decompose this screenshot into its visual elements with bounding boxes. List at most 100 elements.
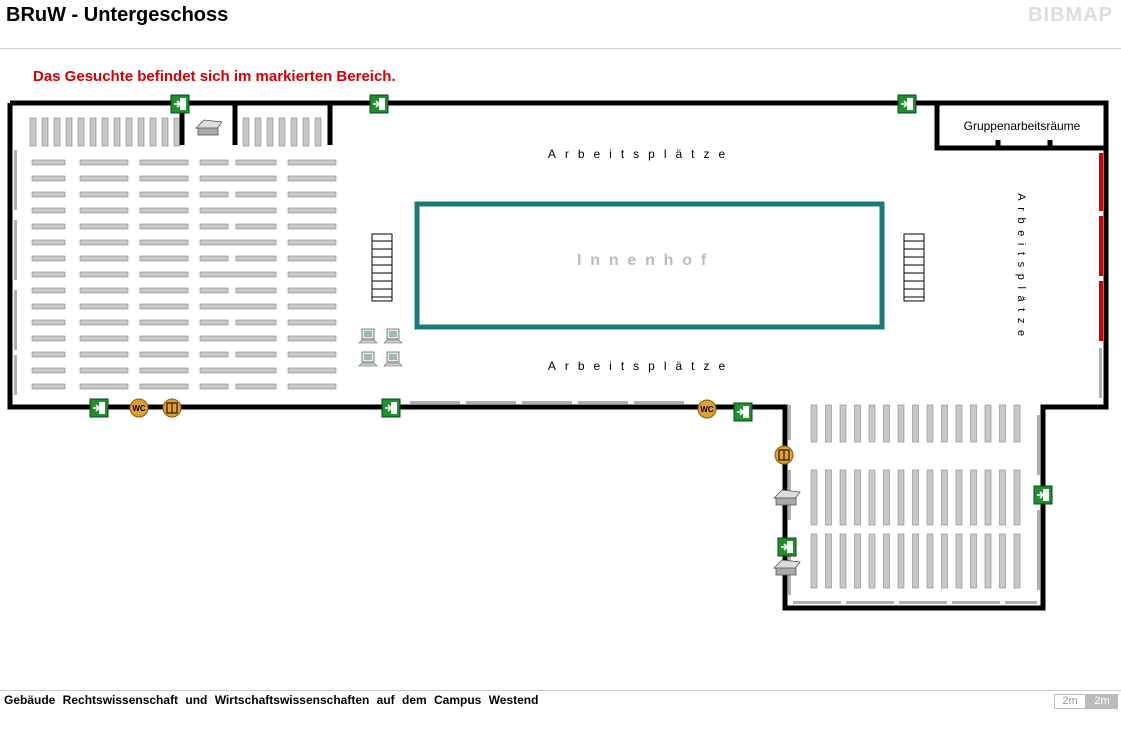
shelf [287, 335, 337, 342]
shelf [79, 287, 129, 294]
emergency-exit-icon [897, 94, 917, 114]
shelf [199, 191, 229, 198]
group-rooms-label: Gruppenarbeitsräume [964, 119, 1081, 133]
shelf [31, 223, 66, 230]
shelf [897, 469, 905, 526]
shelf [868, 404, 876, 443]
emergency-exit-icon [777, 537, 797, 557]
shelf [79, 351, 129, 358]
shelf [999, 404, 1006, 443]
shelf [999, 469, 1006, 526]
shelf [897, 533, 905, 589]
shelf [199, 287, 229, 294]
courtyard [414, 201, 885, 330]
shelf [173, 117, 181, 147]
shelf [65, 117, 73, 147]
shelf [266, 117, 274, 147]
elevator-icon [774, 445, 794, 465]
header-divider [0, 48, 1121, 49]
shelf [287, 287, 337, 294]
shelf [302, 117, 310, 147]
shelf [287, 239, 337, 246]
shelf [970, 404, 977, 443]
shelf [287, 303, 337, 310]
shelf [235, 319, 277, 326]
shelf [125, 117, 133, 147]
shelf [139, 239, 189, 246]
shelf [199, 239, 277, 246]
shelf [1013, 533, 1021, 589]
outer-wall [7, 100, 1109, 611]
shelf [926, 533, 934, 589]
emergency-exit-icon [381, 398, 401, 418]
shelf [839, 469, 847, 526]
elevator-icon [162, 398, 182, 418]
shelf [199, 271, 277, 278]
shelf [941, 533, 948, 589]
shelf [139, 271, 189, 278]
shelf [883, 404, 890, 443]
shelf [31, 255, 66, 262]
wc-icon: WC [697, 399, 717, 419]
page-title: BRuW - Untergeschoss [6, 4, 229, 26]
workplaces-top-label: Arbeitsplätze [548, 147, 734, 161]
shelf [825, 533, 832, 589]
shelf [139, 319, 189, 326]
shelf [139, 335, 189, 342]
shelf [31, 303, 66, 310]
shelf [139, 255, 189, 262]
shelf [235, 159, 277, 166]
shelf [926, 404, 934, 443]
shelf [79, 367, 129, 374]
shelf [941, 469, 948, 526]
marked-area [1099, 153, 1103, 341]
shelf [254, 117, 262, 147]
staircase-left [371, 233, 393, 302]
shelf [235, 255, 277, 262]
shelf [825, 469, 832, 526]
shelf [79, 383, 129, 390]
shelf [839, 404, 847, 443]
shelf [31, 383, 66, 390]
shelf [883, 469, 890, 526]
shelf [810, 469, 818, 526]
shelf [984, 404, 992, 443]
shelf [139, 383, 189, 390]
shelf [139, 287, 189, 294]
shelf [868, 469, 876, 526]
shelf [101, 117, 109, 147]
shelf [139, 223, 189, 230]
shelf [955, 404, 963, 443]
shelves-group [29, 117, 1021, 595]
shelf [139, 207, 189, 214]
shelf [810, 404, 818, 443]
shelf [199, 319, 229, 326]
emergency-exit-icon [733, 402, 753, 422]
shelf [31, 239, 66, 246]
shelf [31, 271, 66, 278]
scale-bar-white: 2m [1054, 694, 1086, 709]
shelf [77, 117, 85, 147]
svg-text:WC: WC [700, 405, 714, 414]
shelf [199, 223, 229, 230]
computer-icon [383, 351, 403, 367]
shelf [79, 191, 129, 198]
shelf [287, 159, 337, 166]
shelf [235, 351, 277, 358]
shelf [854, 404, 861, 443]
shelf [79, 335, 129, 342]
computer-icon [358, 328, 378, 344]
shelf [199, 303, 277, 310]
shelf [199, 367, 277, 374]
shelf [314, 117, 322, 147]
shelf [79, 303, 129, 310]
shelf [31, 287, 66, 294]
shelf [139, 303, 189, 310]
search-result-notice: Das Gesuchte befindet sich im markierten… [33, 68, 396, 85]
shelf [287, 383, 337, 390]
shelf [854, 533, 861, 589]
shelf [926, 469, 934, 526]
shelf [199, 159, 229, 166]
scale-bar-gray: 2m [1086, 694, 1118, 709]
shelf [854, 469, 861, 526]
